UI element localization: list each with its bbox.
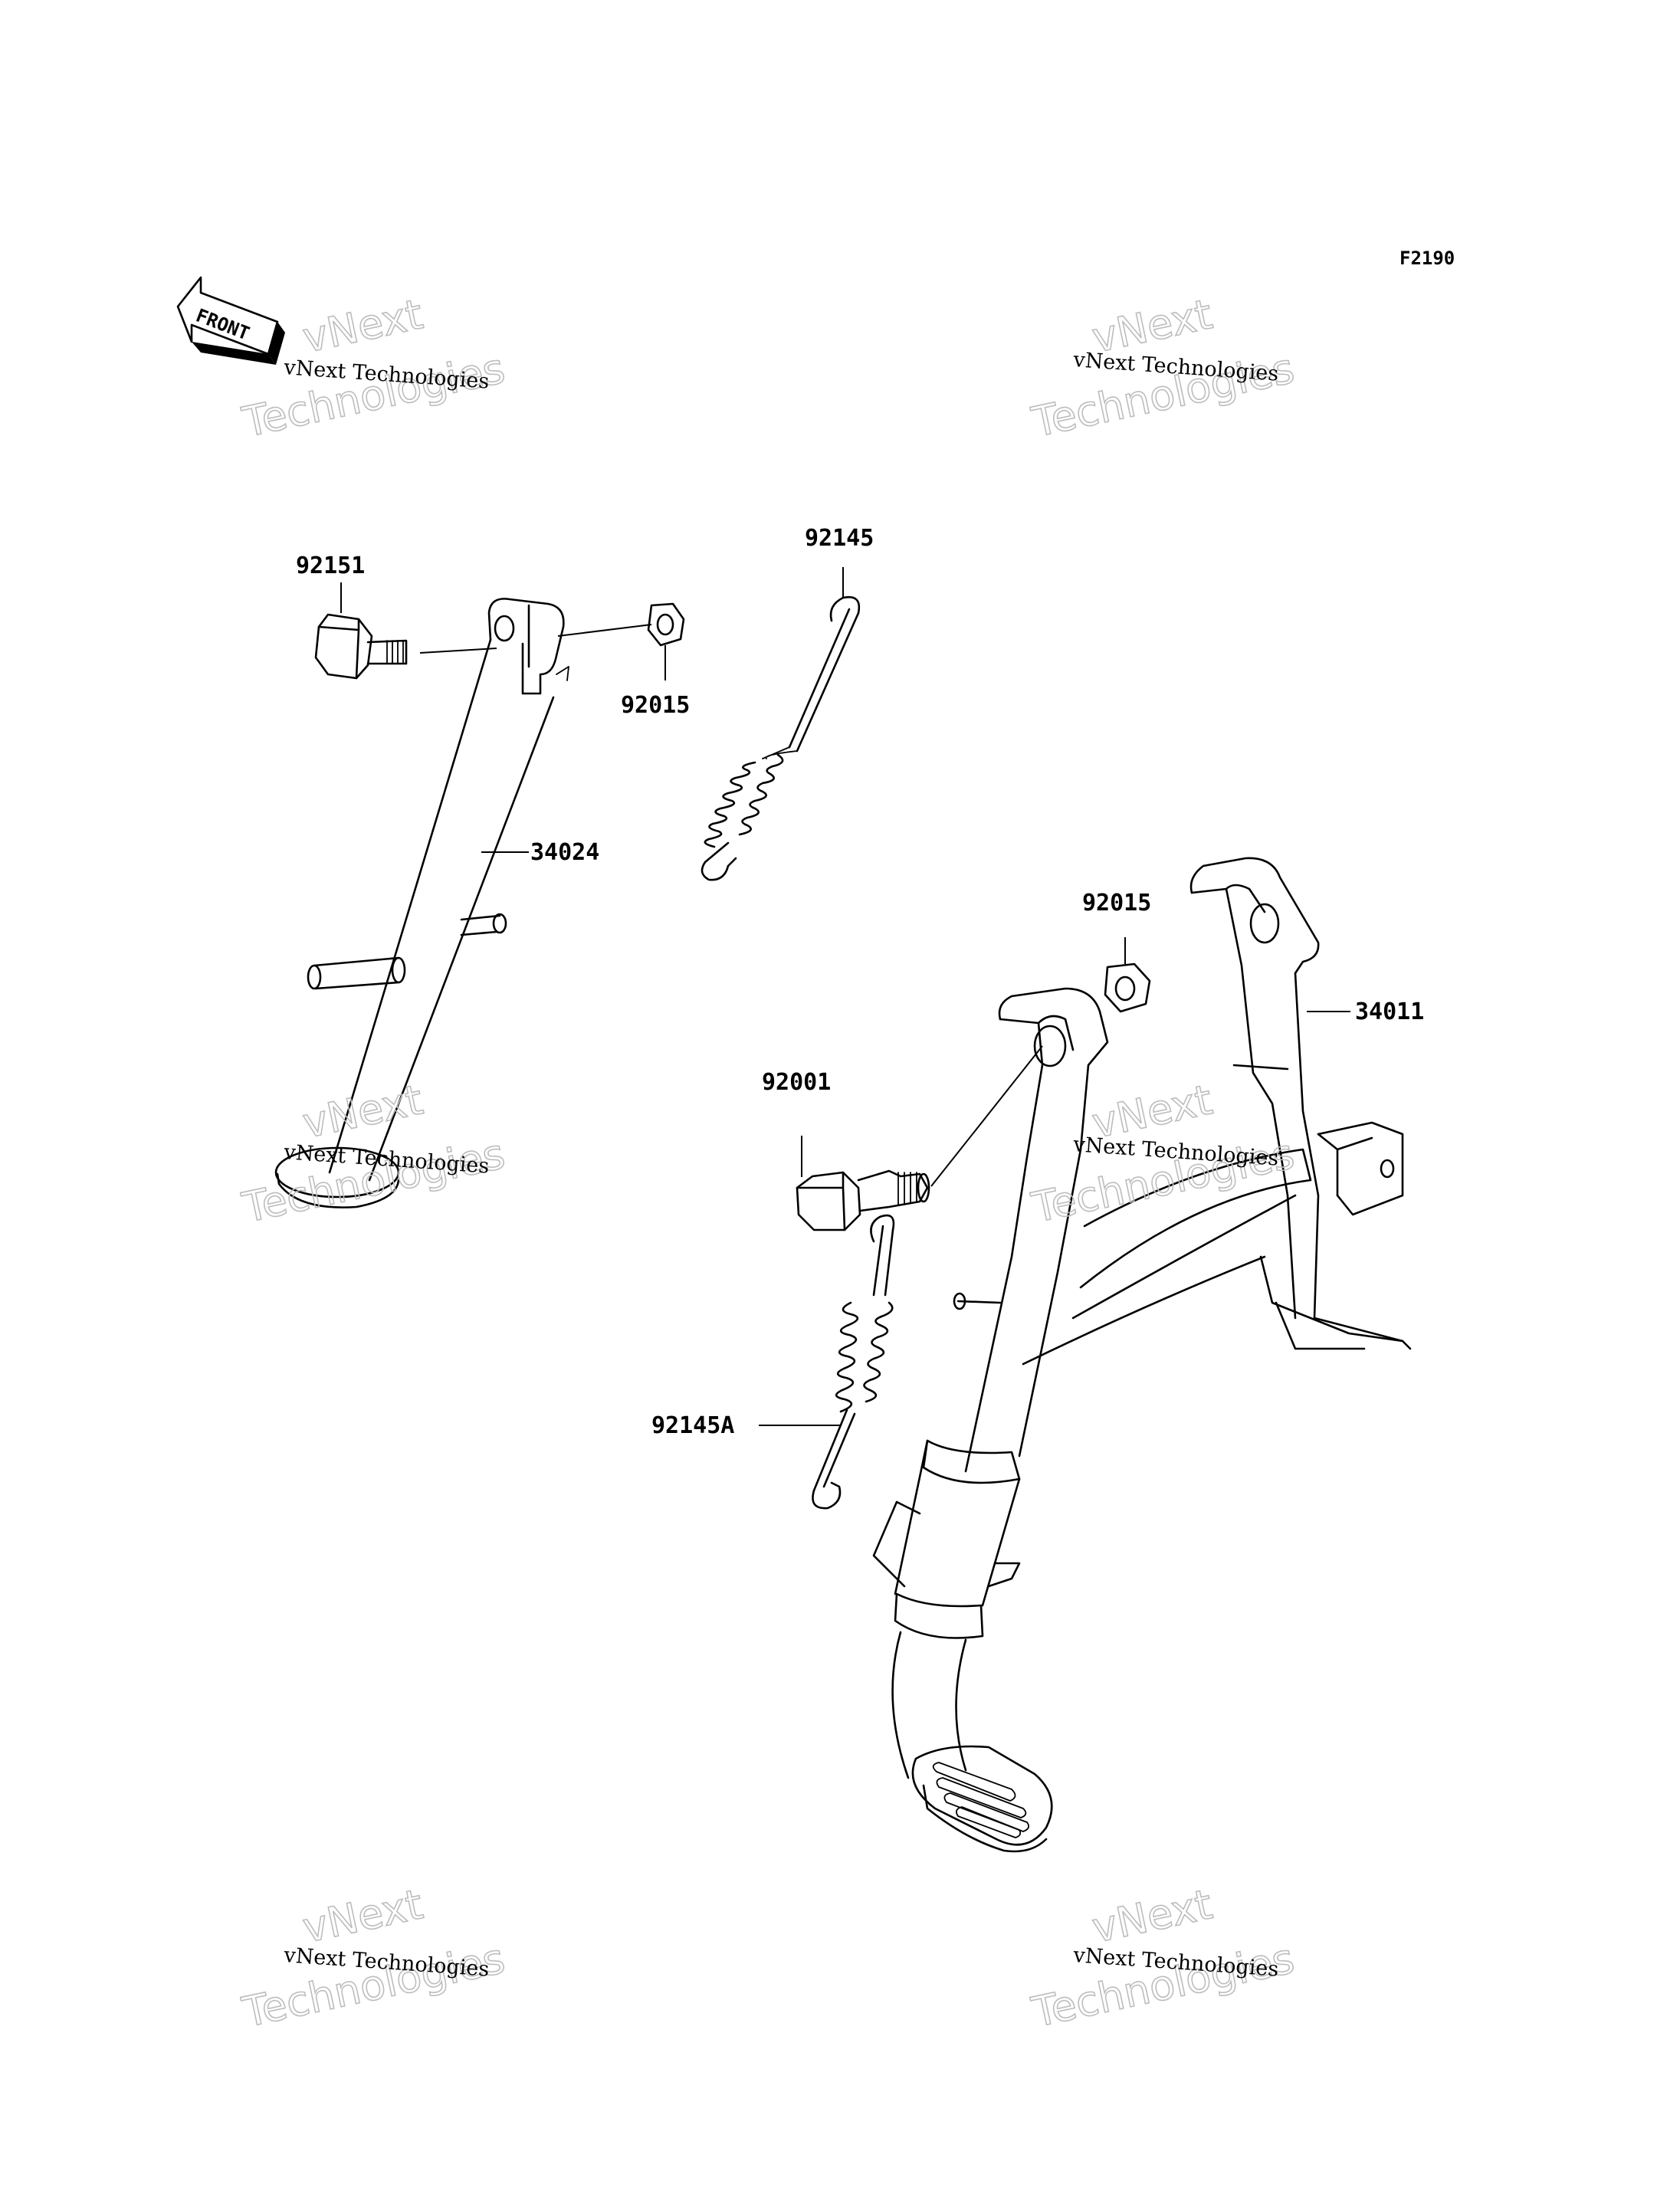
watermark-mid-right: vNext Technologies vNext Technologies (1027, 1074, 1299, 1232)
part-label-92001: 92001 (762, 1069, 831, 1096)
part-label-34024: 34024 (530, 839, 599, 866)
side-stand-34024-drawing (274, 598, 569, 1208)
part-label-34011: 34011 (1355, 998, 1424, 1025)
watermark-top-right: vNext Technologies vNext Technologies (1027, 289, 1299, 447)
nut-92015-top-drawing (647, 602, 685, 647)
bolt-92151-drawing (314, 613, 408, 680)
watermark-bottom-right: vNext Technologies vNext Technologies (1027, 1879, 1299, 2037)
leader-lines (340, 567, 1350, 1426)
part-label-92015-top: 92015 (621, 692, 690, 719)
watermark-big-line2: Technologies (238, 1130, 509, 1232)
watermark-top-left: vNext Technologies vNext Technologies (238, 289, 510, 447)
front-arrow-icon: FRONT (176, 276, 285, 365)
part-label-92015-right: 92015 (1082, 890, 1151, 917)
watermark-big-line1: vNext (299, 290, 427, 362)
center-stand-34011-drawing (872, 857, 1412, 1853)
watermark-big-line2: Technologies (238, 344, 509, 447)
nut-92015-right-drawing (1104, 962, 1151, 1013)
part-label-92145a: 92145A (651, 1412, 734, 1439)
part-label-92145: 92145 (805, 525, 874, 552)
part-label-92151: 92151 (296, 553, 365, 579)
spring-92145a-drawing (812, 1214, 895, 1510)
spring-92145-drawing (701, 595, 861, 881)
figure-code: F2190 (1399, 248, 1455, 269)
watermark-mid-left: vNext Technologies vNext Technologies (238, 1074, 510, 1232)
bolt-92001-drawing (796, 1169, 930, 1231)
watermark-big-line1: vNext (299, 1880, 427, 1952)
watermark-bottom-left: vNext Technologies vNext Technologies (238, 1879, 510, 2037)
watermark-big-line1: vNext (1088, 1880, 1216, 1952)
watermark-big-line1: vNext (299, 1075, 427, 1147)
